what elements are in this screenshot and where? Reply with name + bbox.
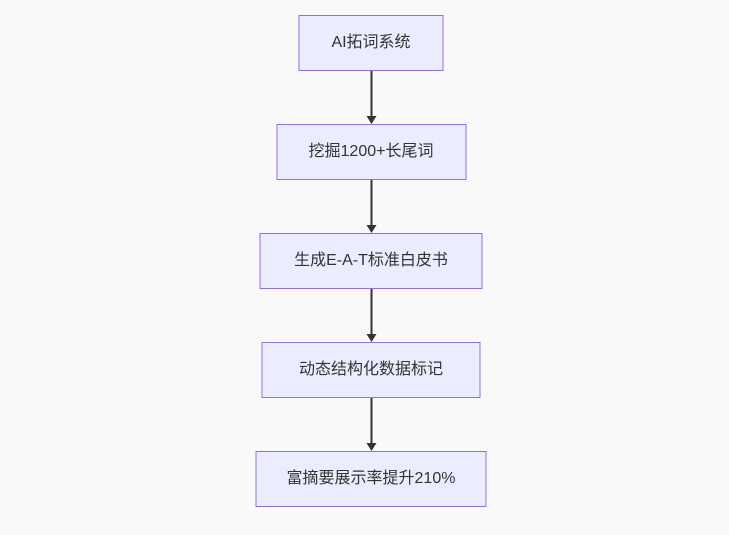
- flowchart-column: AI拓词系统 挖掘1200+长尾词 生成E-A-T标准白皮书 动态结构化数据标记: [255, 15, 487, 507]
- flow-node-rich-snippet-result: 富摘要展示率提升210%: [255, 451, 487, 507]
- flow-node-structured-data: 动态结构化数据标记: [261, 342, 481, 398]
- flow-node-label: AI拓词系统: [331, 34, 411, 51]
- arrow-head: [366, 116, 376, 124]
- flow-node-longtail-mining: 挖掘1200+长尾词: [276, 124, 466, 180]
- flow-node-eat-whitepaper: 生成E-A-T标准白皮书: [259, 233, 483, 289]
- arrow-down-icon: [364, 71, 378, 124]
- flow-node-label: 生成E-A-T标准白皮书: [294, 252, 448, 269]
- flow-node-label: 挖掘1200+长尾词: [308, 143, 434, 160]
- arrow-line: [370, 71, 372, 116]
- flow-node-label: 富摘要展示率提升210%: [286, 470, 456, 487]
- arrow-head: [366, 225, 376, 233]
- arrow-head: [366, 443, 376, 451]
- arrow-down-icon: [364, 180, 378, 233]
- flow-node-label: 动态结构化数据标记: [298, 361, 443, 378]
- arrow-down-icon: [364, 398, 378, 451]
- arrow-head: [366, 334, 376, 342]
- flow-node-ai-word-system: AI拓词系统: [298, 15, 444, 71]
- arrow-line: [370, 398, 372, 443]
- arrow-line: [370, 180, 372, 225]
- arrow-down-icon: [364, 289, 378, 342]
- arrow-line: [370, 289, 372, 334]
